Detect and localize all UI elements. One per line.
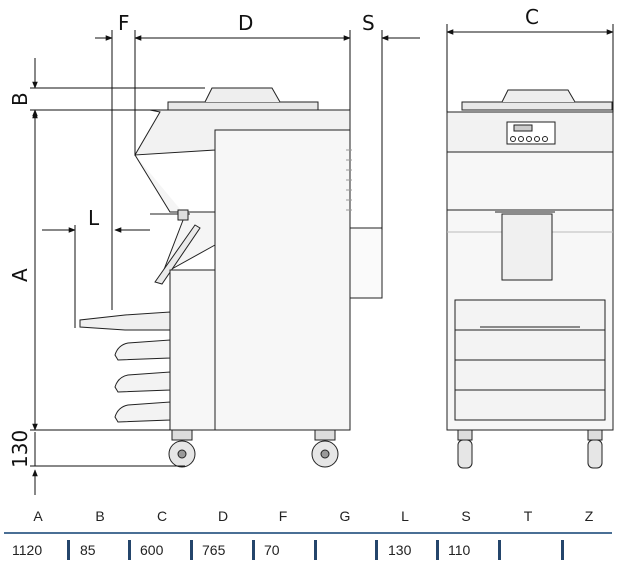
col-header-b: B — [95, 508, 105, 524]
side-dimensions — [30, 30, 420, 495]
side-lower-front — [169, 269, 216, 431]
value-a: 1120 — [12, 542, 43, 558]
value-d: 765 — [202, 542, 226, 558]
col-header-t: T — [523, 508, 533, 524]
col-header-g: G — [339, 508, 351, 524]
front-chute — [501, 213, 553, 281]
side-rear-duct — [349, 227, 383, 299]
column-separator — [314, 540, 317, 560]
col-header-f: F — [278, 508, 288, 524]
table-header-rule — [4, 532, 612, 534]
col-header-l: L — [401, 508, 409, 524]
side-caster-rear — [311, 429, 339, 468]
label-l: L — [88, 206, 100, 230]
value-s: 110 — [448, 542, 471, 558]
side-view — [79, 87, 383, 468]
col-header-c: C — [156, 508, 168, 524]
column-separator — [498, 540, 501, 560]
value-l: 130 — [388, 542, 412, 558]
side-caster-front — [168, 429, 196, 468]
col-header-s: S — [461, 508, 471, 524]
col-header-z: Z — [584, 508, 594, 524]
front-caster-right — [587, 429, 603, 469]
side-cabinet — [214, 129, 351, 431]
value-f: 70 — [264, 542, 280, 558]
value-b: 85 — [80, 542, 96, 558]
front-caster-left — [457, 429, 473, 469]
side-trays — [79, 311, 171, 423]
label-s: S — [362, 11, 375, 35]
side-vent-grille — [346, 149, 352, 211]
label-c: C — [525, 5, 539, 29]
column-separator — [190, 540, 193, 560]
front-trays — [454, 299, 606, 421]
label-d: D — [238, 11, 253, 35]
front-dimensions — [446, 24, 614, 112]
label-130: 130 — [8, 430, 32, 468]
side-top-lid — [167, 101, 319, 111]
label-b: B — [8, 92, 32, 106]
column-separator — [436, 540, 439, 560]
value-c: 600 — [140, 542, 164, 558]
label-f: F — [118, 11, 130, 35]
column-separator — [128, 540, 131, 560]
col-header-d: D — [217, 508, 229, 524]
column-separator — [252, 540, 255, 560]
front-top-lid — [461, 101, 613, 111]
label-a: A — [8, 268, 32, 282]
column-separator — [67, 540, 70, 560]
technical-drawing: F D S C L B A 130 — [8, 5, 614, 495]
col-header-a: A — [33, 508, 43, 524]
column-separator — [375, 540, 378, 560]
column-separator — [561, 540, 564, 560]
front-view — [446, 89, 614, 469]
side-top-housing — [134, 109, 351, 156]
